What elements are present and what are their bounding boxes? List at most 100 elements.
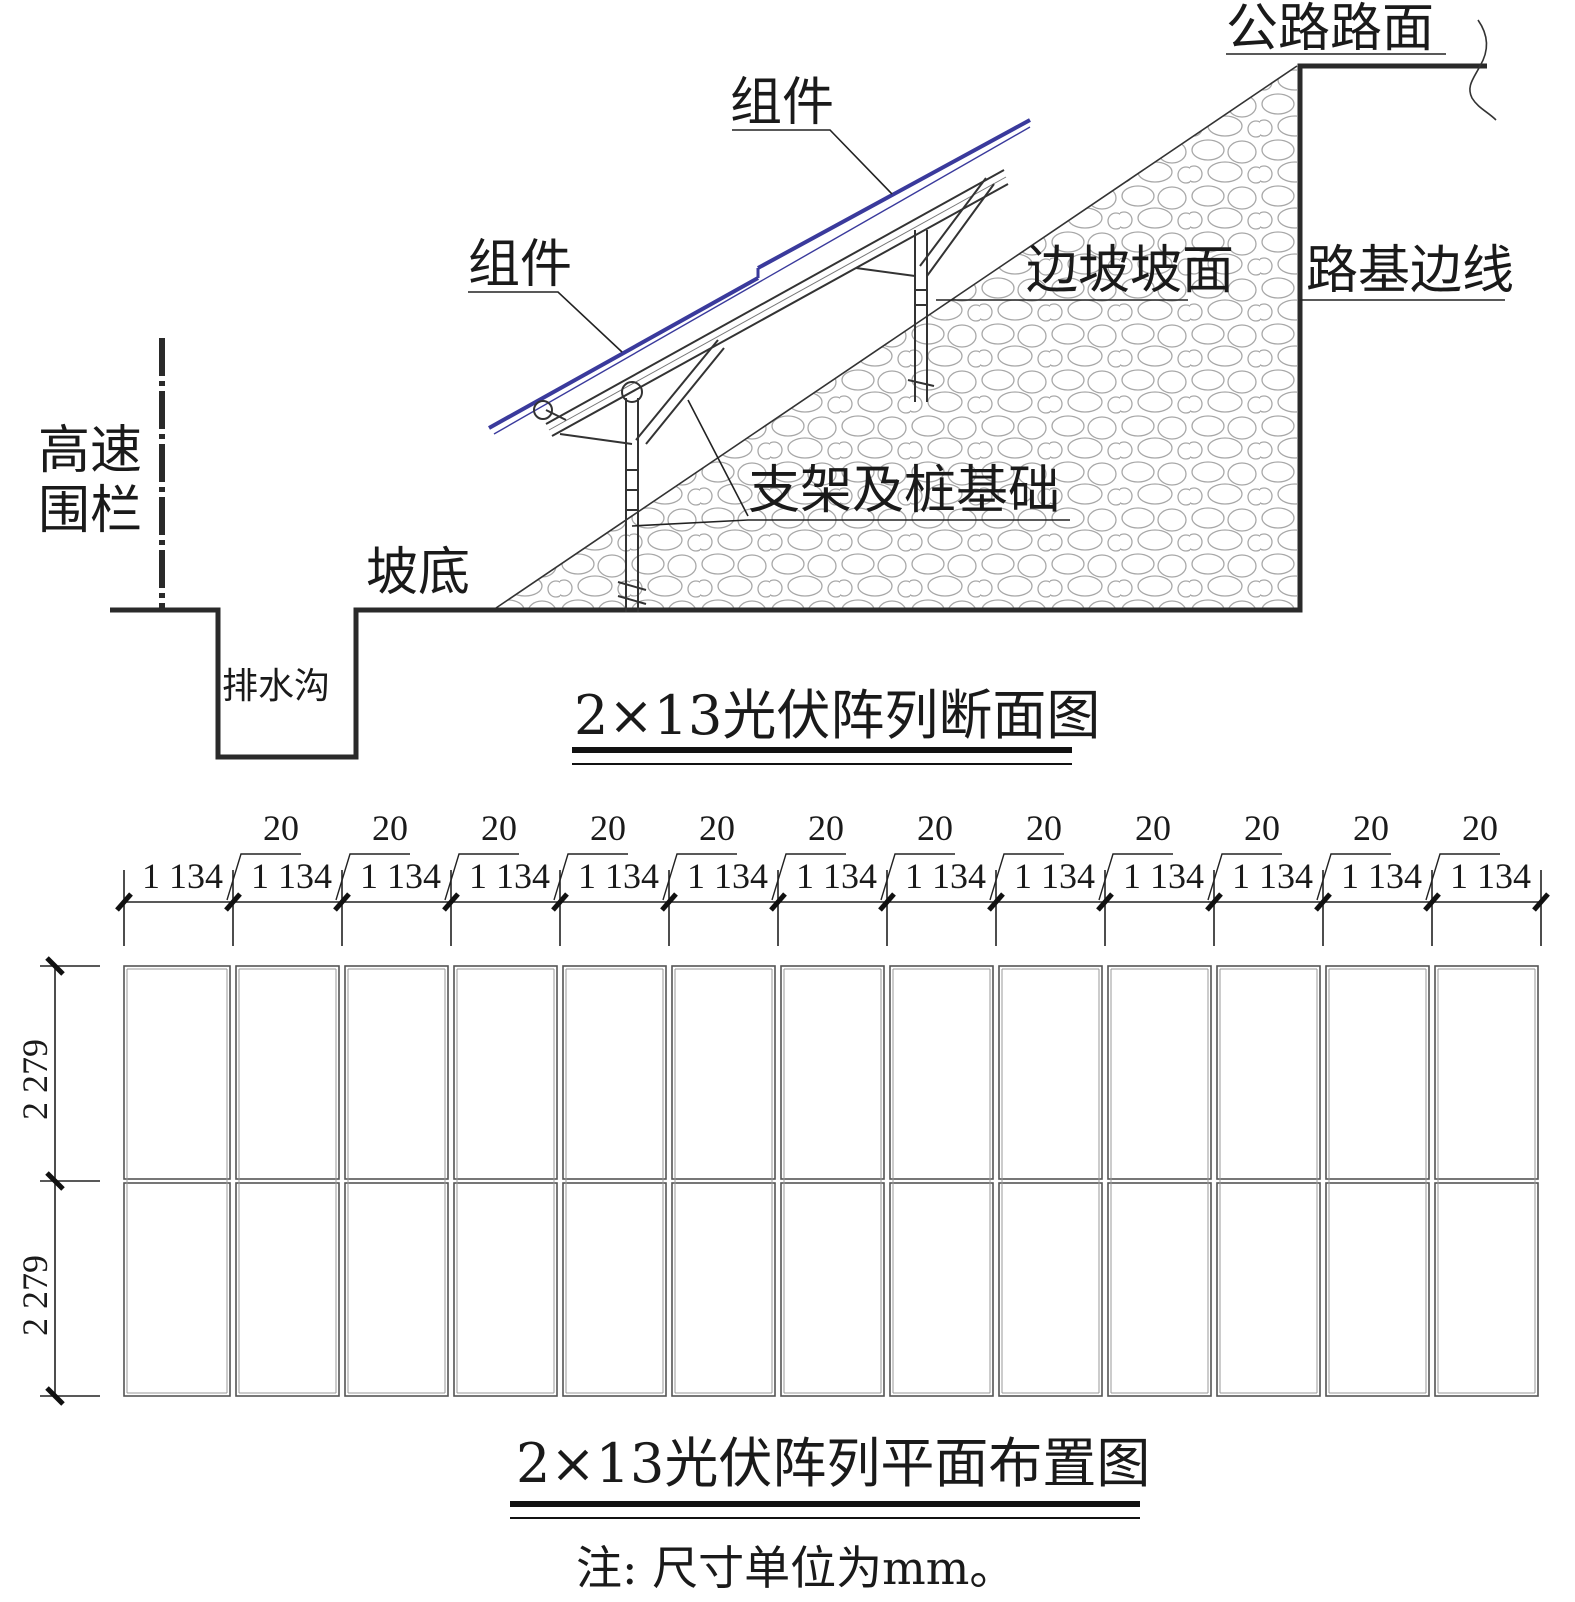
width-dim-label: 1 134	[251, 856, 332, 896]
gap-leader	[1316, 853, 1391, 901]
pv-panel	[562, 1182, 667, 1397]
pv-panel	[998, 965, 1103, 1180]
width-dim-label: 1 134	[1123, 856, 1204, 896]
gap-dim-label: 20	[1244, 808, 1280, 848]
pv-panel	[1325, 1182, 1430, 1397]
width-dim-label: 1 134	[469, 856, 550, 896]
pv-panel	[1434, 1182, 1539, 1397]
row-dim-label-top: 2 279	[15, 1039, 55, 1120]
plan-view: 1 134 1 134 1 134 1 134 1 134 1 134 1 134 1 134…	[15, 808, 1550, 1595]
dim-tick	[987, 892, 1005, 912]
width-dim-label: 1 134	[360, 856, 441, 896]
pv-panel	[123, 965, 231, 1180]
plan-dimension-chain: 1 134 1 134 1 134 1 134 1 134 1 134 1 134 1 134…	[115, 808, 1550, 946]
gap-leader	[335, 853, 410, 901]
pv-panel	[1216, 1182, 1321, 1397]
gap-leader	[662, 853, 737, 901]
dim-tick	[115, 892, 133, 912]
dim-tick	[224, 892, 242, 912]
gap-dim-label: 20	[1026, 808, 1062, 848]
row-dim-tick-bot	[45, 1386, 65, 1406]
gap-leader	[771, 853, 846, 901]
width-dim-label: 1 134	[1232, 856, 1313, 896]
gap-leader	[1207, 853, 1282, 901]
section-view: 公路路面 组件 组件 边坡坡面 路基边线 高速 围栏 支架及桩基础 坡底 排水沟…	[38, 0, 1514, 765]
dim-tick	[1096, 892, 1114, 912]
rear-pile	[855, 177, 995, 402]
pv-panel	[453, 965, 558, 1180]
gap-leader	[226, 853, 301, 901]
pv-panel	[562, 965, 667, 1180]
dim-tick	[769, 892, 787, 912]
label-fence-line1: 高速	[38, 421, 142, 481]
gap-dim-label: 20	[1353, 808, 1389, 848]
pv-panel	[780, 965, 885, 1180]
pv-panel	[998, 1182, 1103, 1397]
dim-tick	[1423, 892, 1441, 912]
row-dim-tick-top	[45, 956, 65, 976]
dim-tick	[1314, 892, 1332, 912]
pv-panel	[889, 1182, 994, 1397]
module-upper-panel	[757, 118, 1031, 270]
pv-panel	[1107, 1182, 1212, 1397]
front-pile	[533, 381, 647, 612]
module-lower-panel	[488, 276, 759, 430]
pv-panel	[344, 965, 449, 1180]
gap-leader	[880, 853, 955, 901]
label-support-pile: 支架及桩基础	[748, 461, 1060, 521]
section-title: 2×13光伏阵列断面图	[574, 684, 1100, 747]
row-dim-label-bottom: 2 279	[15, 1255, 55, 1336]
plan-title: 2×13光伏阵列平面布置图	[516, 1432, 1150, 1495]
gap-dim-label: 20	[1462, 808, 1498, 848]
gap-leader	[1425, 853, 1500, 901]
break-line	[1469, 19, 1497, 121]
label-subgrade-edge: 路基边线	[1306, 241, 1514, 301]
pv-panel	[671, 1182, 776, 1397]
pv-module	[488, 118, 1031, 437]
pv-panel	[235, 1182, 340, 1397]
width-dim-label: 1 134	[578, 856, 659, 896]
gap-leader	[553, 853, 628, 901]
label-fence-line2: 围栏	[38, 481, 142, 541]
dim-tick	[551, 892, 569, 912]
width-dim-label: 1 134	[1450, 856, 1531, 896]
gap-dim-label: 20	[917, 808, 953, 848]
pv-panel	[123, 1182, 231, 1397]
pv-panel	[1434, 965, 1539, 1180]
gap-leader	[444, 853, 519, 901]
pv-panel	[1325, 965, 1430, 1180]
width-dim-label: 1 134	[687, 856, 768, 896]
gap-dim-label: 20	[372, 808, 408, 848]
label-module-left: 组件	[468, 235, 572, 295]
support-rail-bottom	[551, 183, 1009, 437]
dim-tick	[1205, 892, 1223, 912]
dim-tick	[442, 892, 460, 912]
pv-panel	[889, 965, 994, 1180]
width-dim-label: 1 134	[796, 856, 877, 896]
dim-tick	[878, 892, 896, 912]
leader-support-pile-a	[687, 399, 749, 517]
leader-module-left	[468, 291, 623, 353]
pv-panel	[671, 965, 776, 1180]
diagonal-brace	[635, 339, 719, 441]
label-slope-toe: 坡底	[366, 543, 470, 603]
width-dim-label: 1 134	[1014, 856, 1095, 896]
support-rail-mid	[548, 176, 1007, 431]
module-underside	[493, 126, 1031, 435]
gap-dim-label: 20	[590, 808, 626, 848]
gap-dim-label: 20	[699, 808, 735, 848]
pv-panel	[344, 1182, 449, 1397]
pv-panel	[1107, 965, 1212, 1180]
leader-support-pile-b	[631, 519, 1070, 527]
plan-panel-grid	[123, 965, 1539, 1397]
label-slope-face: 边坡坡面	[1026, 241, 1234, 301]
gap-dim-label: 20	[808, 808, 844, 848]
dim-tick	[660, 892, 678, 912]
pv-panel	[453, 1182, 558, 1397]
gap-dim-label: 20	[263, 808, 299, 848]
label-module-top: 组件	[730, 73, 834, 133]
plan-row-dimensions: 2 279 2 279	[15, 956, 100, 1406]
label-drain-ditch: 排水沟	[222, 666, 330, 707]
row-dim-tick-mid	[45, 1171, 65, 1191]
